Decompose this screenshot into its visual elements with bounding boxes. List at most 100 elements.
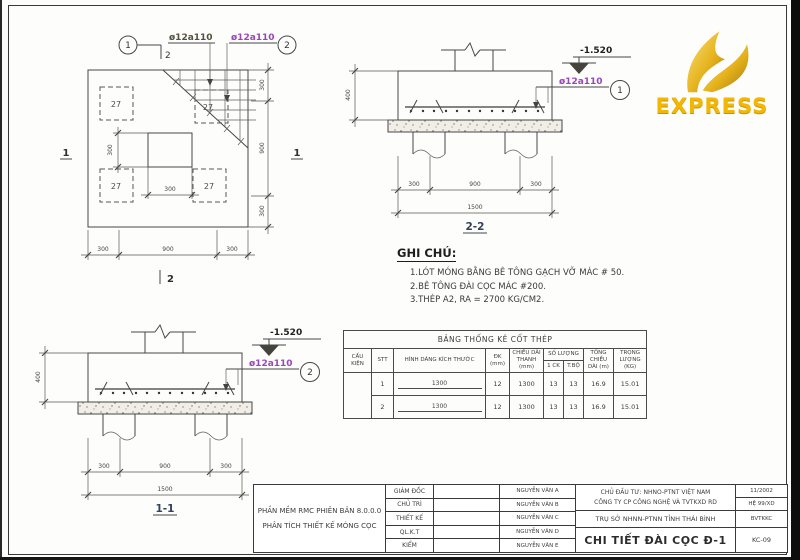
pile-number: 27 (111, 182, 121, 191)
scan-edge-left (0, 0, 2, 560)
plan-view: 27 27 27 27 300 300 (60, 33, 303, 285)
column-break (131, 323, 196, 353)
signature-space (434, 525, 500, 539)
col-header-qty-1ck: 1 CK (543, 360, 564, 374)
express-logo-text: EXPRESS (655, 94, 769, 118)
cell-cau-kien (343, 372, 372, 420)
section-marks: 1 1 2 (60, 148, 303, 285)
role-label: CHỦ TRÌ (386, 498, 434, 512)
bar-shape-line (397, 410, 482, 412)
column-outline (147, 132, 193, 168)
callout-bubble-2: 2 (284, 41, 290, 51)
rebar-label: ø12a110 (249, 359, 293, 369)
height-dim: 400 (345, 64, 398, 127)
rebar-label: ø12a110 (231, 33, 275, 43)
dim-label: 300 (226, 246, 238, 253)
note-item: 1.LÓT MÓNG BẰNG BÊ TÔNG GẠCH VỠ MÁC # 50… (410, 268, 625, 278)
col-header-weight: TRỌNG LƯỢNG (KG) (612, 347, 648, 374)
signature-row: THIẾT KẾ NGUYỄN VĂN C (386, 512, 575, 526)
section-mark-right: 1 (294, 148, 301, 159)
role-name: NGUYỄN VĂN D (516, 529, 559, 536)
scan-edge-bottom (0, 557, 791, 560)
cell-stt: 2 (371, 395, 394, 420)
doc-type-cell: BVTKKC (736, 511, 787, 528)
col-header-dk: ĐK (mm) (485, 347, 510, 374)
cell-stt: 1 (371, 372, 394, 397)
date-cell: 11/2002 (736, 485, 787, 498)
section-mark-left: 1 (63, 148, 70, 159)
table-row: 2 1300 12 1300 13 13 16.9 15.01 (344, 395, 648, 420)
software-info: PHẦN MỀM RMC PHIÊN BẢN 8.0.0.0 PHÂN TÍCH… (254, 485, 386, 552)
cell-qty-tbo: 13 (563, 395, 584, 420)
dim-label: 300 (530, 181, 542, 188)
signature-space (434, 539, 500, 552)
system-code-cell: HỆ 99/XD (736, 498, 787, 511)
signature-space (434, 498, 500, 512)
notes-heading: GHI CHÚ: (397, 246, 457, 262)
rebar-layer (405, 99, 545, 114)
express-logo: EXPRESS (643, 24, 781, 118)
pile-number: 27 (203, 103, 213, 112)
table-row: 1 1300 12 1300 13 13 16.9 15.01 (343, 372, 648, 420)
cell-weight: 15.01 (612, 395, 648, 420)
cap-outline (87, 352, 243, 403)
cell-shape: 1300 (393, 372, 486, 397)
section-title: 1-1 (156, 503, 175, 515)
title-block: PHẦN MỀM RMC PHIÊN BẢN 8.0.0.0 PHÂN TÍCH… (253, 484, 788, 553)
investor-line1: CHỦ ĐẦU TƯ: NHNO-PTNT VIỆT NAM (600, 488, 711, 496)
lean-concrete (77, 401, 253, 415)
pile-number: 27 (204, 182, 214, 191)
rebar-callout: ø12a110 2 (223, 359, 320, 391)
level-marker: -1.520 (562, 46, 631, 74)
col-header-qty-tbo: T.BỘ (563, 360, 584, 374)
col-header-cau-kien: CẤU KIỆN (343, 347, 372, 374)
dim-label: 300 (97, 246, 109, 253)
dim-label: 300 (164, 186, 176, 193)
role-name: NGUYỄN VĂN E (516, 542, 559, 549)
section-2-2: 400 -1.520 ø12a110 1 (345, 41, 631, 234)
role-name: NGUYỄN VĂN B (516, 501, 559, 508)
level-value: -1.520 (580, 46, 612, 56)
project-info: CHỦ ĐẦU TƯ: NHNO-PTNT VIỆT NAM CÔNG TY C… (576, 485, 736, 552)
col-header-qty: SỐ LƯỢNG (543, 347, 584, 362)
cell-len: 1300 (509, 395, 544, 420)
bar-shape-line (397, 387, 482, 389)
dim-label: 300 (259, 205, 266, 217)
steel-schedule-table: BẢNG THỐNG KÊ CỐT THÉP CẤU KIỆN STT HÌNH… (342, 330, 648, 420)
role-label: KIỂM (386, 539, 434, 552)
dim-label: 900 (469, 181, 481, 188)
role-label: GIÁM ĐỐC (386, 485, 434, 498)
investor-line2: CÔNG TY CP CÔNG NGHỆ VÀ TVTKXD RD (594, 498, 717, 506)
signature-row: KIỂM NGUYỄN VĂN E (386, 539, 575, 552)
cell-dk: 12 (485, 372, 510, 397)
rebar-label: ø12a110 (169, 33, 213, 43)
dim-label: 400 (35, 371, 42, 383)
cell-qty-tbo: 13 (563, 372, 584, 397)
signature-row: GIÁM ĐỐC NGUYỄN VĂN A (386, 485, 575, 499)
callout-bubble: 1 (617, 86, 623, 96)
section-mark-top: 2 (165, 51, 171, 61)
level-marker: -1.520 (252, 328, 321, 356)
pile-cap-outline (87, 69, 249, 228)
rebar-callouts: 1 2 ø12a110 ø12a110 2 (118, 33, 297, 102)
role-name: NGUYỄN VĂN C (516, 515, 559, 522)
pile-outlines: 27 27 27 27 (99, 86, 229, 203)
column-dims: 300 300 (107, 127, 199, 199)
notes-block: GHI CHÚ: 1.LÓT MÓNG BẰNG BÊ TÔNG GẠCH VỠ… (397, 242, 672, 308)
rebar-layer (95, 381, 235, 396)
section-1-1: 400 -1.520 ø12a110 2 (35, 323, 321, 516)
right-dim-chain: 300 900 300 (248, 63, 274, 234)
bottom-dims: 300 900 300 1500 (81, 438, 249, 500)
col-header-stt: STT (371, 347, 394, 374)
investor-cell: CHỦ ĐẦU TƯ: NHNO-PTNT VIỆT NAM CÔNG TY C… (576, 485, 735, 511)
drawing-number-cell: KC-09 (751, 536, 772, 544)
signature-space (434, 512, 500, 525)
section-mark-bottom: 2 (167, 274, 174, 285)
signature-row: CHỦ TRÌ NGUYỄN VĂN B (386, 498, 575, 513)
dim-label: 900 (162, 246, 174, 253)
shape-dim-label: 1300 (431, 379, 448, 387)
role-label: QL.K.T (386, 525, 434, 539)
callout-bubble: 2 (307, 368, 313, 378)
dim-label: 300 (259, 79, 266, 91)
